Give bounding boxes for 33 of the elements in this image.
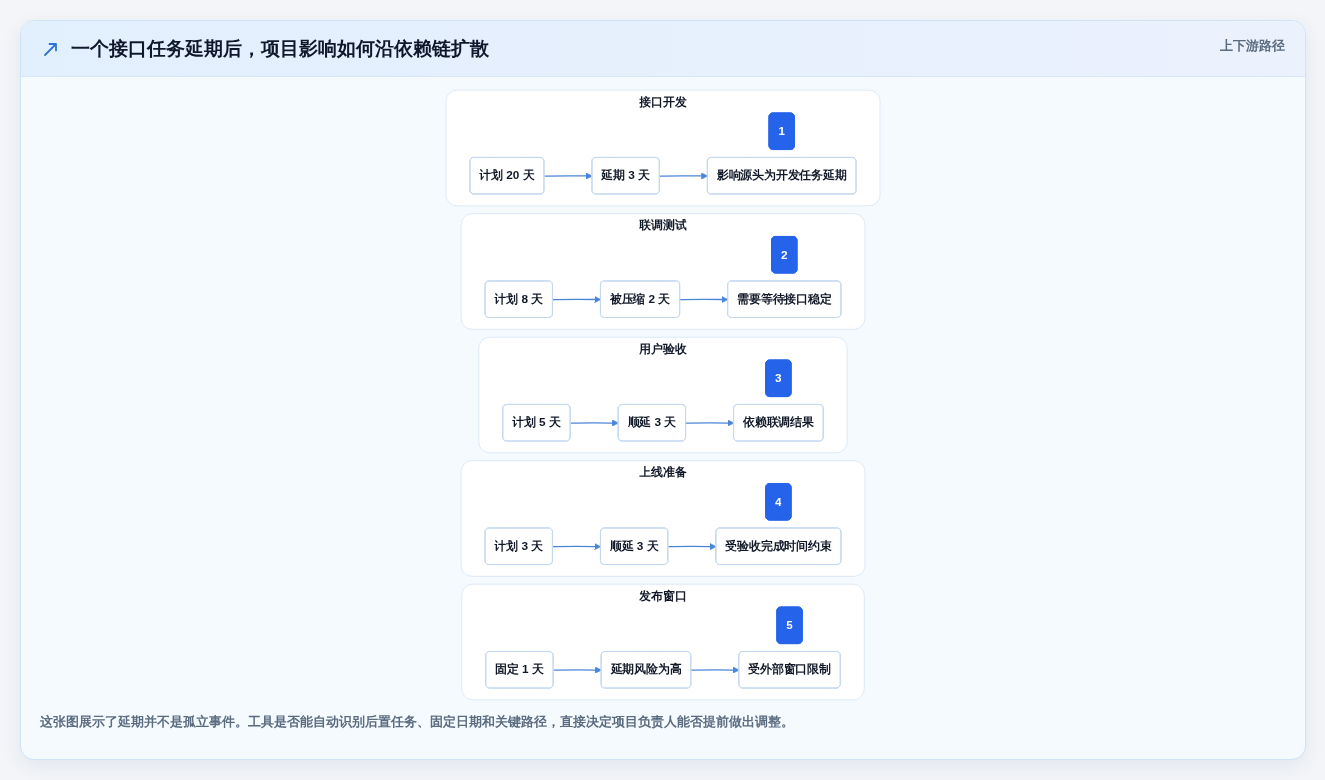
step-box: 受验收完成时间约束 (715, 527, 842, 565)
arrow (690, 666, 740, 674)
arrow (667, 543, 717, 550)
step-box: 计划 5 天 (502, 404, 571, 442)
step-box: 影响源头为开发任务延期 (706, 157, 857, 195)
arrow (659, 172, 709, 180)
arrow (685, 419, 735, 427)
step-box: 依赖联调结果 (733, 404, 824, 442)
number-badge: 1 (768, 112, 795, 150)
number-badge: 5 (776, 606, 803, 644)
step-box: 固定 1 天 (485, 651, 554, 689)
step-box: 计划 3 天 (484, 527, 553, 565)
arrow (552, 543, 602, 550)
step-box: 需要等待接口稳定 (727, 280, 842, 318)
step-box: 顺延 3 天 (600, 527, 669, 565)
step-box: 顺延 3 天 (617, 404, 686, 442)
step-box: 被压缩 2 天 (600, 280, 681, 318)
arrow (569, 419, 619, 427)
number-badge: 4 (765, 483, 792, 521)
step-box: 计划 8 天 (484, 280, 553, 318)
arrow (552, 296, 602, 303)
number-badge: 2 (771, 236, 798, 274)
step-box: 计划 20 天 (469, 157, 545, 195)
section-tag: 上下游路径 (1220, 37, 1285, 55)
diagram-title: 一个接口任务延期后，项目影响如何沿依赖链扩散 (71, 37, 489, 61)
number-badge: 3 (765, 359, 792, 397)
step-box: 延期 3 天 (591, 157, 660, 195)
step-box: 延期风险为高 (600, 651, 692, 689)
caption-text: 这张图展示了延期并不是孤立事件。工具是否能自动识别后置任务、固定日期和关键路径，直接决定项目负责人能否提前做出调整。 (40, 713, 795, 731)
step-box: 受外部窗口限制 (738, 651, 841, 689)
arrow (552, 666, 602, 674)
arrow (679, 296, 729, 303)
arrow (543, 172, 593, 180)
